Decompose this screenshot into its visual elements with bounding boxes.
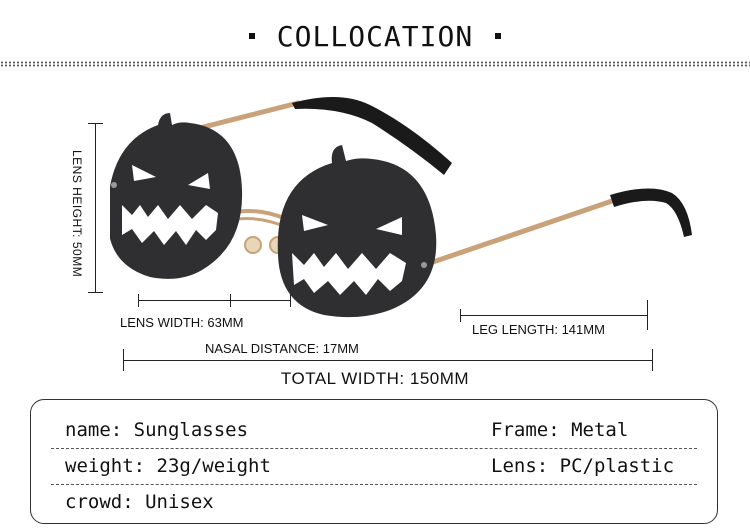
dotted-divider: [0, 61, 750, 67]
leg-length-label: LEG LENGTH: 141MM: [472, 322, 605, 337]
nasal-tick-right: [290, 294, 291, 307]
spec-row: crowd: Unisex: [51, 485, 697, 520]
leg-length-tick-right: [647, 300, 648, 330]
spec-row: name: Sunglasses Frame: Metal: [51, 413, 697, 449]
lens-width-label: LENS WIDTH: 63MM: [120, 315, 244, 330]
total-width-label: TOTAL WIDTH: 150MM: [280, 369, 470, 388]
nasal-distance-label: NASAL DISTANCE: 17MM: [205, 341, 359, 356]
total-width-dimension-line: [123, 360, 653, 361]
section-header: COLLOCATION: [0, 14, 750, 58]
leg-length-tick-left: [460, 309, 461, 322]
lens-width-tick-mid: [230, 294, 231, 307]
spec-lens: Lens: PC/plastic: [491, 455, 675, 477]
spec-crowd: crowd: Unisex: [65, 491, 214, 513]
header-square-left-icon: [248, 33, 255, 39]
header-title: COLLOCATION: [276, 19, 474, 53]
lens-height-tick-top: [88, 123, 103, 124]
leg-length-dimension-line: [460, 315, 648, 316]
spec-frame: Frame: Metal: [491, 419, 629, 441]
spec-weight: weight: 23g/weight: [65, 455, 271, 477]
spec-row: weight: 23g/weight Lens: PC/plastic: [51, 449, 697, 485]
total-width-tick-left: [123, 349, 124, 371]
lens-height-tick-bottom: [88, 292, 103, 293]
header-square-right-icon: [495, 33, 502, 39]
total-width-tick-right: [652, 349, 653, 371]
spec-name: name: Sunglasses: [65, 419, 249, 441]
left-pumpkin-lens: [110, 113, 243, 279]
lens-width-dimension-line: [138, 300, 290, 301]
lens-height-label: LENS HEIGHT: 50MM: [70, 150, 84, 278]
right-pumpkin-lens: [277, 145, 437, 318]
lens-width-tick-left: [138, 294, 139, 307]
lens-height-dimension-line: [95, 123, 96, 293]
sunglasses-product-image: [110, 96, 692, 318]
spec-table: name: Sunglasses Frame: Metal weight: 23…: [30, 399, 718, 524]
